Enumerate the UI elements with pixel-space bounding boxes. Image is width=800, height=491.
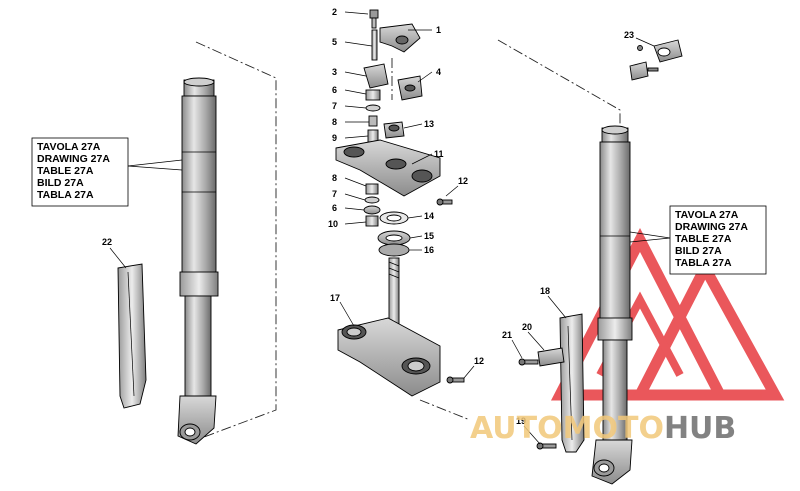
callout-16: 16 — [424, 245, 434, 255]
reference-box-left: TAVOLA 27A DRAWING 27A TABLE 27A BILD 27… — [31, 137, 129, 207]
watermark-triangle-outer-2 — [631, 256, 785, 401]
reference-left-line-2: DRAWING 27A — [37, 153, 110, 165]
steering-stem-assembly — [335, 9, 465, 397]
callout-6-upper: 6 — [332, 85, 337, 95]
callout-leader-lines — [109, 11, 671, 445]
reference-right-line-5: TABLA 27A — [675, 257, 732, 269]
callout-2: 2 — [332, 7, 337, 17]
hose-clip-and-screws — [518, 347, 565, 450]
reference-left-line-1: TAVOLA 27A — [37, 141, 101, 153]
callout-10: 10 — [328, 219, 338, 229]
callout-17: 17 — [330, 293, 340, 303]
callout-20: 20 — [522, 322, 532, 332]
watermark-wordmark: AUTOMOTOHUB — [470, 411, 736, 446]
reference-right-line-1: TAVOLA 27A — [675, 209, 739, 221]
callout-4: 4 — [436, 67, 441, 77]
callout-12-lower: 12 — [474, 356, 484, 366]
reference-left-line-4: BILD 27A — [37, 177, 84, 189]
callout-labels: 2 1 5 3 4 6 7 8 9 13 11 8 12 7 6 14 10 1… — [102, 7, 634, 426]
callout-14: 14 — [424, 211, 434, 221]
callout-11: 11 — [434, 149, 444, 159]
callout-23: 23 — [624, 30, 634, 40]
cable-clamp — [629, 39, 683, 81]
reference-right-line-3: TABLE 27A — [675, 233, 732, 245]
callout-7-upper: 7 — [332, 101, 337, 111]
callout-7-lower: 7 — [332, 189, 337, 199]
callout-22: 22 — [102, 237, 112, 247]
reference-right-line-4: BILD 27A — [675, 245, 722, 257]
svg-text:AUTOMOTOHUB: AUTOMOTOHUB — [470, 411, 736, 446]
reference-right-line-2: DRAWING 27A — [675, 221, 748, 233]
assembly-axis-lines — [195, 39, 621, 441]
reference-box-right: TAVOLA 27A DRAWING 27A TABLE 27A BILD 27… — [669, 205, 767, 275]
callout-3: 3 — [332, 67, 337, 77]
callout-21: 21 — [502, 330, 512, 340]
watermark-text-hub: HUB — [664, 411, 736, 446]
callout-15: 15 — [424, 231, 434, 241]
callout-19: 19 — [516, 416, 526, 426]
left-fork-leg — [177, 77, 219, 445]
fork-guard-right — [559, 313, 585, 453]
fork-guard-left — [117, 263, 147, 409]
right-fork-leg — [591, 125, 633, 485]
callout-8-upper: 8 — [332, 117, 337, 127]
callout-13: 13 — [424, 119, 434, 129]
callout-8-lower: 8 — [332, 173, 337, 183]
callout-12-upper: 12 — [458, 176, 468, 186]
reference-left-line-3: TABLE 27A — [37, 165, 94, 177]
watermark-text-auto: AUTOMOTO — [470, 411, 664, 446]
callout-18: 18 — [540, 286, 550, 296]
callout-9: 9 — [332, 133, 337, 143]
reference-left-line-5: TABLA 27A — [37, 189, 94, 201]
callout-6-lower: 6 — [332, 203, 337, 213]
callout-5: 5 — [332, 37, 337, 47]
callout-1: 1 — [436, 25, 441, 35]
